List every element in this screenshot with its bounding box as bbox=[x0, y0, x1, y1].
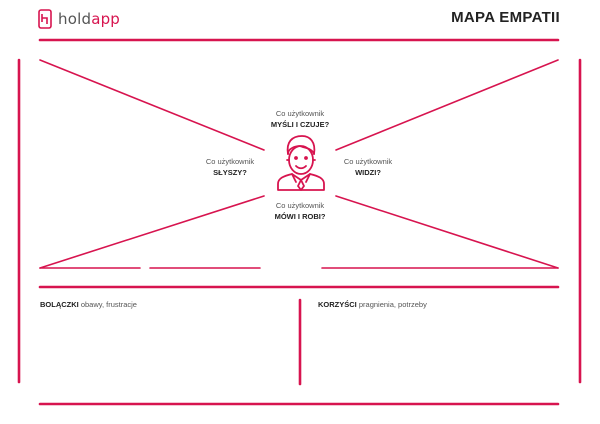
brand-name-accent: app bbox=[91, 10, 121, 28]
quadrant-right-prefix: Co użytkownik bbox=[343, 157, 393, 166]
quadrant-top-label: Co użytkownik MYŚLI I CZUJE? bbox=[250, 108, 350, 130]
diagonal-lower-right bbox=[335, 195, 559, 269]
brand-name-main: hold bbox=[58, 10, 92, 28]
quadrant-right-question: WIDZI? bbox=[355, 168, 381, 177]
diagonal-lower-left bbox=[39, 195, 265, 269]
quadrant-bottom-label: Co użytkownik MÓWI I ROBI? bbox=[250, 200, 350, 222]
quadrant-top-question: MYŚLI I CZUJE? bbox=[270, 120, 330, 129]
quadrant-top-prefix: Co użytkownik bbox=[275, 109, 325, 118]
diagonal-upper-right bbox=[335, 59, 559, 151]
quadrant-bottom-prefix: Co użytkownik bbox=[275, 201, 325, 210]
brand-name: holdapp bbox=[58, 10, 120, 28]
pains-detail: obawy, frustracje bbox=[80, 300, 137, 309]
quadrant-right-label: Co użytkownik WIDZI? bbox=[328, 156, 408, 178]
quadrant-bottom-question: MÓWI I ROBI? bbox=[274, 212, 326, 221]
gains-box-label: KORZYŚCI pragnienia, potrzeby bbox=[318, 300, 427, 309]
page-title: MAPA EMPATII bbox=[451, 9, 560, 26]
pains-box-label: BOLĄCZKI obawy, frustracje bbox=[40, 300, 137, 309]
brand-logo: holdapp bbox=[38, 8, 120, 30]
person-avatar-icon bbox=[277, 135, 325, 191]
holdapp-logo-icon bbox=[38, 9, 52, 29]
gains-detail: pragnienia, potrzeby bbox=[358, 300, 427, 309]
quadrant-left-prefix: Co użytkownik bbox=[205, 157, 255, 166]
quadrant-left-question: SŁYSZY? bbox=[213, 168, 247, 177]
gains-title: KORZYŚCI bbox=[318, 300, 357, 309]
quadrant-left-label: Co użytkownik SŁYSZY? bbox=[190, 156, 270, 178]
pains-title: BOLĄCZKI bbox=[40, 300, 79, 309]
diagonal-upper-left bbox=[39, 59, 265, 151]
